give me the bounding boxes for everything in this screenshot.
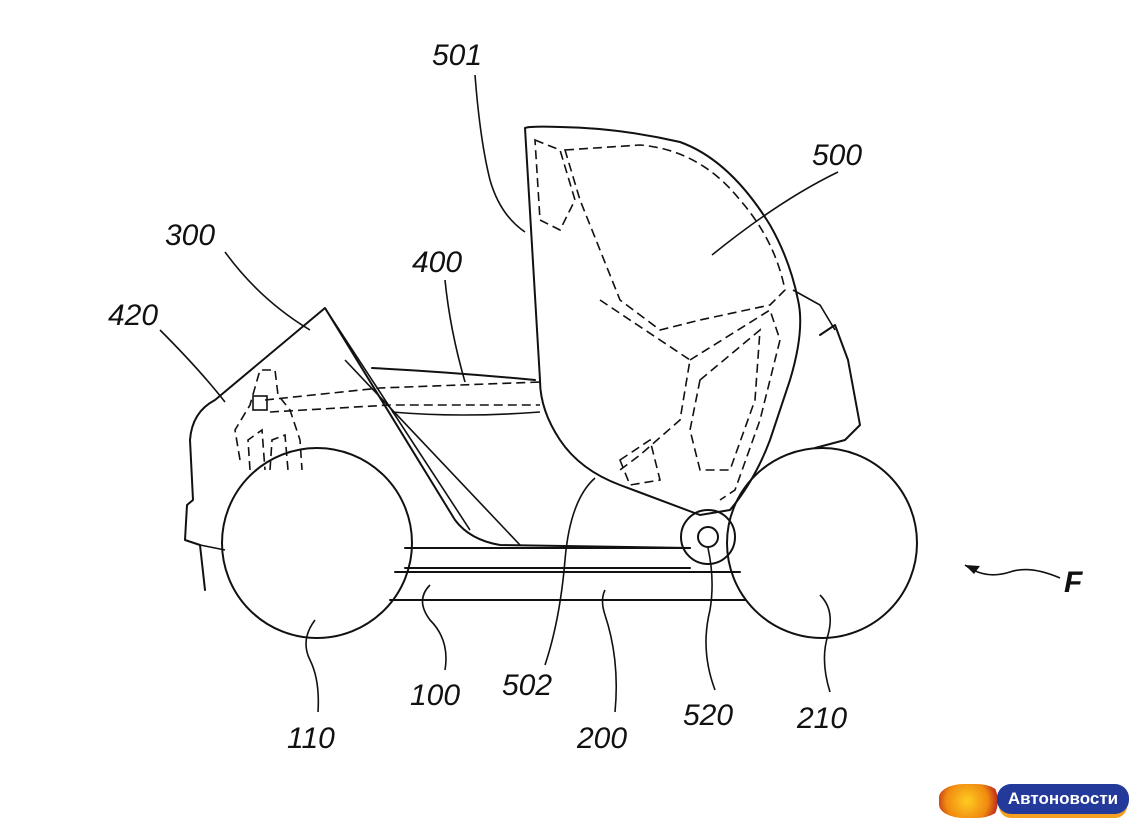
label-210: 210 [796,702,847,735]
label-f: F [1064,566,1083,599]
label-400: 400 [412,246,462,279]
rear-body-300 [184,307,691,591]
wheel-210 [726,447,918,639]
label-420: 420 [108,299,158,332]
side-panel-400 [371,367,536,381]
wheel-110 [221,447,413,639]
label-502: 502 [502,669,552,702]
label-100: 100 [410,679,460,712]
label-300: 300 [165,219,215,252]
frame-200 [389,571,746,601]
rear-cover-edge [324,307,471,531]
watermark-logo: Автоновости [935,778,1135,824]
door-500 [524,125,836,516]
car-logo-icon [939,784,1001,818]
watermark-text: Автоновости [997,784,1129,814]
label-501: 501 [432,39,482,72]
leader-lines [159,74,1061,713]
label-110: 110 [287,722,335,755]
front-bumper [814,324,861,449]
label-200: 200 [576,722,627,755]
label-500: 500 [812,139,862,172]
hinge-520 [680,509,736,565]
floor-frame-100 [404,547,691,569]
label-520: 520 [683,699,733,732]
